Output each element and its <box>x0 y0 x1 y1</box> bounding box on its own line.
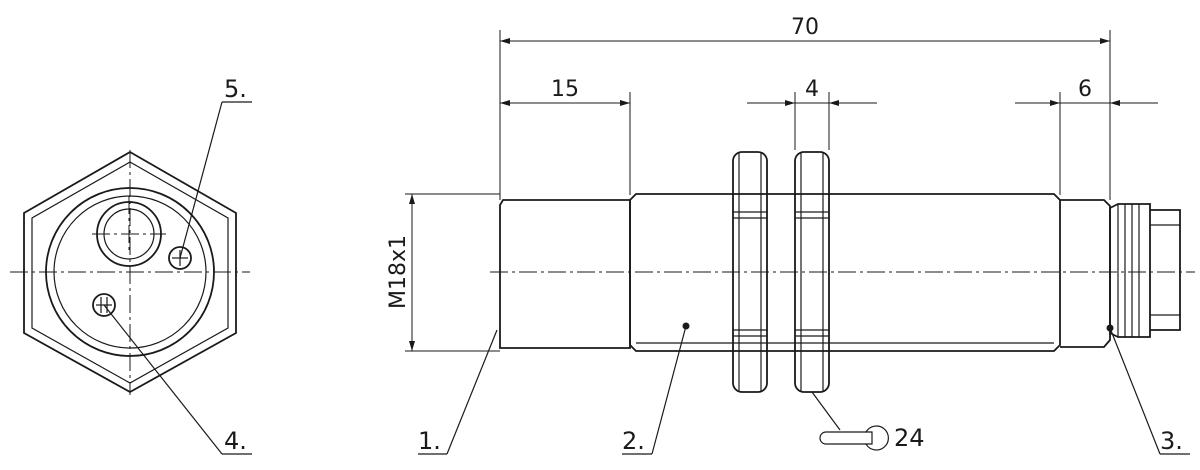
dimension-4 <box>747 92 877 150</box>
dimension-6-label: 6 <box>1078 77 1092 102</box>
led-indicator-4 <box>92 293 116 317</box>
dimension-4-label: 4 <box>805 77 819 102</box>
dimension-m18x1 <box>405 193 500 352</box>
dimension-6 <box>1015 92 1158 195</box>
callout-3: 3. <box>1160 427 1183 455</box>
wrench-icon <box>819 425 889 451</box>
callout-2: 2. <box>622 427 645 455</box>
m12-connector <box>1109 203 1151 338</box>
dimension-70 <box>499 30 1111 200</box>
dimension-m18x1-label: M18x1 <box>386 235 411 309</box>
callout-5: 5. <box>224 75 247 103</box>
sensor-rear-section <box>1060 199 1111 348</box>
sensor-threaded-body <box>629 193 1061 352</box>
callout-1: 1. <box>418 427 441 455</box>
dimension-15-label: 15 <box>551 77 579 102</box>
dimension-15 <box>500 92 631 195</box>
potentiometer-5 <box>168 246 192 270</box>
side-view <box>418 151 1195 455</box>
sensor-front-cap <box>499 199 631 349</box>
wrench-size-label: 24 <box>894 424 925 452</box>
dimension-70-label: 70 <box>791 15 819 40</box>
end-view <box>10 101 252 455</box>
callout-4: 4. <box>224 427 247 455</box>
